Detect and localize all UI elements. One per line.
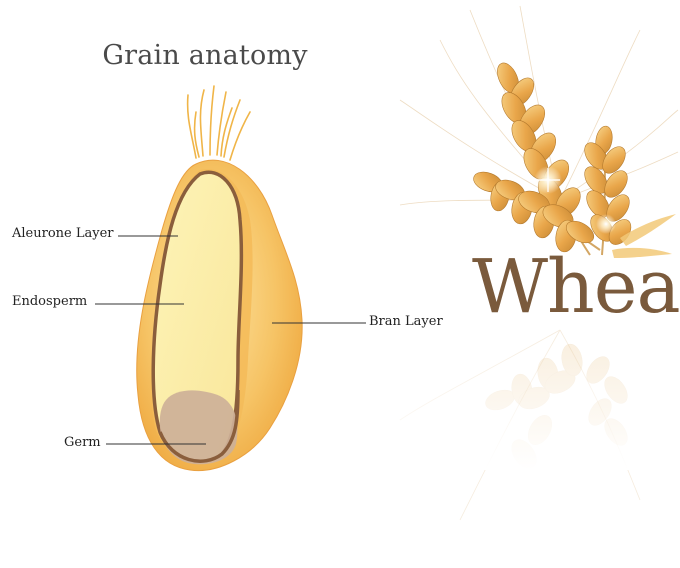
germ-label: Germ [64, 435, 101, 450]
wheat-spike-2 [473, 171, 595, 253]
wheat-brand-word: Wheat [472, 244, 680, 330]
label-leaders [95, 235, 366, 445]
bran-layer-label: Bran Layer [369, 314, 443, 329]
endosperm-label: Endosperm [12, 294, 88, 309]
aleurone-layer-label: Aleurone Layer [12, 226, 114, 241]
aleurone-lower-edge [158, 389, 240, 463]
wheat-illustration [399, 5, 680, 521]
grain-hairs [186, 85, 251, 161]
page-title: Grain anatomy [102, 40, 308, 71]
germ-shape [159, 390, 238, 465]
